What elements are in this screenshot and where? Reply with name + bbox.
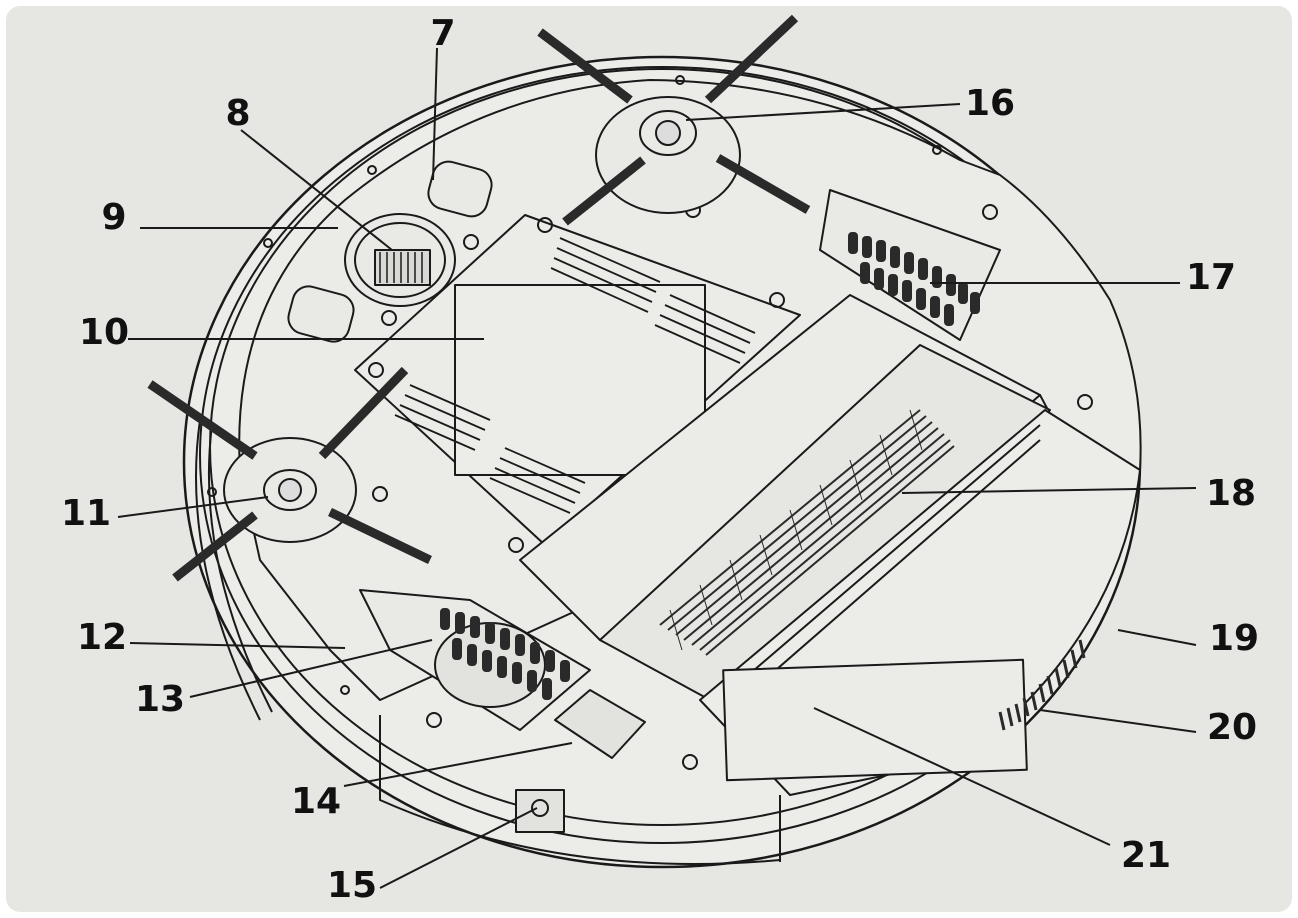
screw — [932, 145, 942, 155]
screw — [682, 754, 698, 770]
callout-11: 11 — [60, 493, 112, 534]
robot-vacuum-underside-diagram — [117, 14, 1197, 889]
leader-lines — [117, 47, 1197, 889]
diagram-frame: 7 8 9 10 11 12 13 14 15 16 17 18 19 20 2… — [6, 6, 1292, 912]
side-brush-bristles-11 — [147, 366, 432, 582]
drive-wheel-tread-13 — [440, 608, 570, 700]
screw — [675, 75, 685, 85]
callout-15: 15 — [326, 865, 378, 906]
side-brush-hub-11 — [278, 478, 302, 502]
screw — [368, 362, 384, 378]
callout-16: 16 — [964, 83, 1016, 124]
screw — [340, 685, 350, 695]
callout-20: 20 — [1206, 707, 1258, 748]
side-vent-20 — [998, 639, 1086, 731]
screw — [508, 537, 524, 553]
callout-13: 13 — [134, 679, 186, 720]
callout-19: 19 — [1208, 618, 1260, 659]
side-brush-hub-16 — [655, 120, 681, 146]
cliff-sensor-left — [287, 285, 355, 343]
cliff-sensor-7 — [427, 160, 493, 218]
drive-wheel-tread-17 — [848, 232, 980, 326]
dust-bin-panel — [722, 658, 1028, 782]
callout-10: 10 — [78, 312, 130, 353]
callout-18: 18 — [1205, 473, 1257, 514]
callout-17: 17 — [1185, 257, 1237, 298]
screw — [367, 165, 377, 175]
power-switch-14 — [554, 689, 646, 759]
callout-9: 9 — [101, 197, 127, 238]
side-brush-bristles-16 — [537, 14, 811, 226]
callout-7: 7 — [430, 13, 456, 54]
main-brush-18 — [659, 409, 955, 656]
callout-14: 14 — [290, 781, 342, 822]
charging-port-15 — [515, 789, 565, 833]
screw — [769, 292, 785, 308]
screw — [207, 487, 217, 497]
screw — [1077, 394, 1093, 410]
battery-cover-vents — [394, 237, 756, 514]
screw — [463, 234, 479, 250]
screw — [263, 238, 273, 248]
screw — [426, 712, 442, 728]
callout-12: 12 — [76, 617, 128, 658]
screw — [537, 217, 553, 233]
screw — [982, 204, 998, 220]
screw — [372, 486, 388, 502]
callout-21: 21 — [1120, 835, 1172, 876]
screw — [381, 310, 397, 326]
callout-8: 8 — [225, 93, 251, 134]
